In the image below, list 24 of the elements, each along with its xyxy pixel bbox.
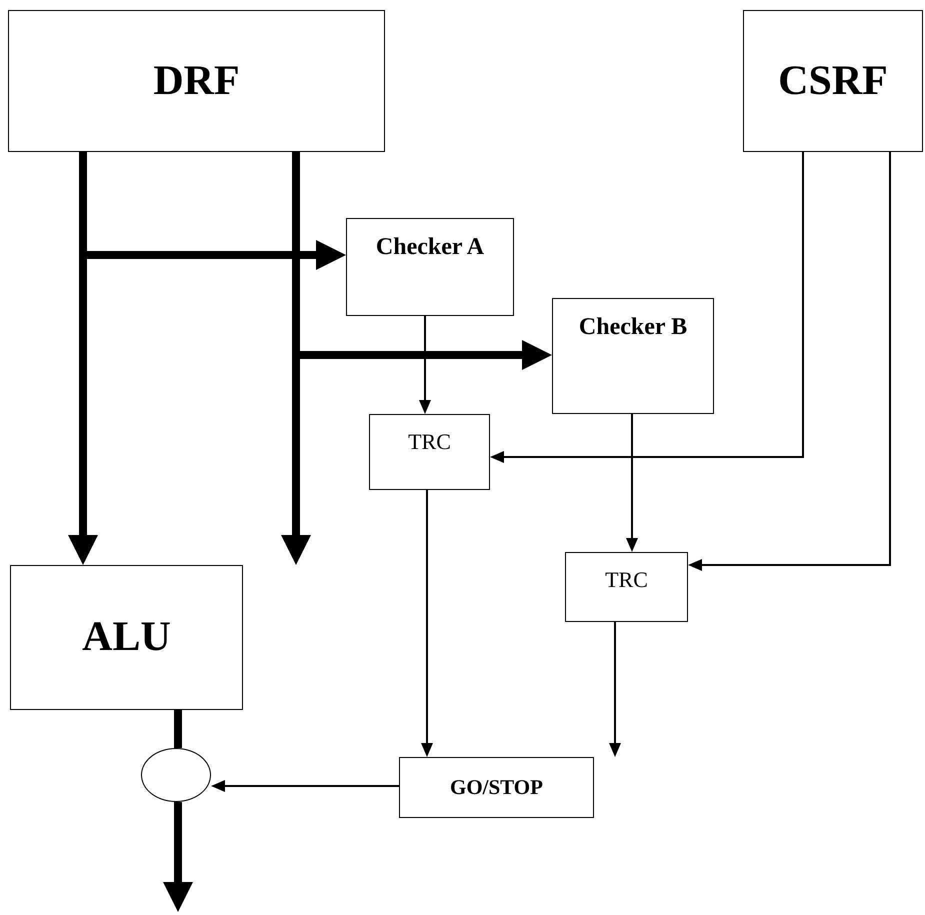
block-label: GO/STOP xyxy=(450,774,543,800)
block-label: TRC xyxy=(605,567,648,594)
arrow xyxy=(626,414,638,552)
block-box xyxy=(8,10,385,152)
block-box xyxy=(346,218,514,316)
block-box xyxy=(743,10,923,152)
arrow xyxy=(609,622,621,757)
block-box xyxy=(565,552,688,622)
arrow xyxy=(688,152,891,571)
block-box xyxy=(10,565,243,710)
block-label: Checker A xyxy=(376,233,484,262)
block-label: ALU xyxy=(82,613,171,662)
arrow xyxy=(211,780,399,792)
arrow xyxy=(419,316,431,414)
arrow xyxy=(490,152,804,463)
block-label: Checker B xyxy=(578,313,688,342)
arrow xyxy=(421,490,433,757)
block-label: TRC xyxy=(408,429,451,456)
block-box xyxy=(399,757,594,818)
block-box xyxy=(369,414,490,490)
block-label: CSRF xyxy=(778,56,888,106)
block-label: DRF xyxy=(153,56,240,106)
block-box xyxy=(552,298,714,414)
arrow xyxy=(163,802,193,912)
